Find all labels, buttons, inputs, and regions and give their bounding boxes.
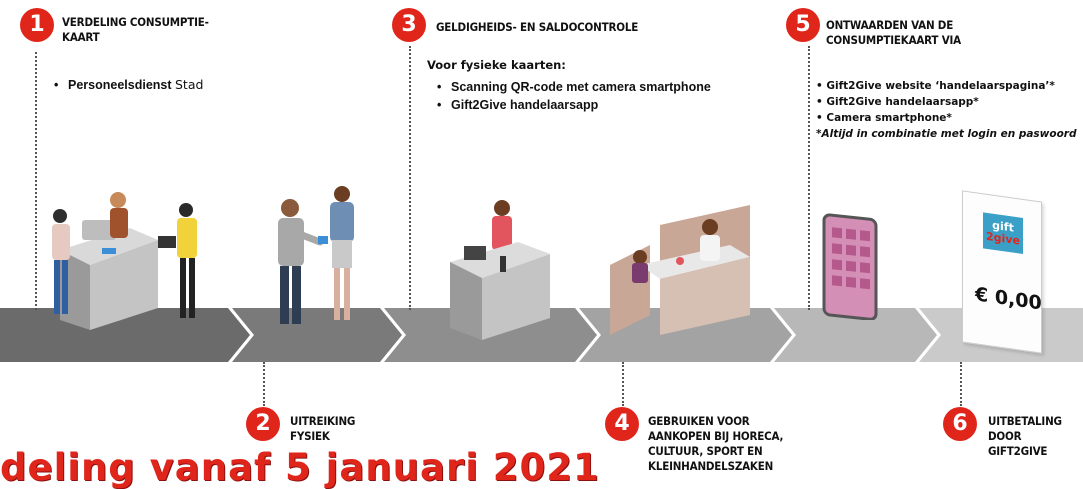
step-3-list-item: Gift2Give handelaarsapp: [433, 96, 711, 114]
step-1-list-item: Personeelsdienst Stad: [50, 76, 203, 94]
arrow-segment-1: [0, 308, 250, 362]
step-1-list: Personeelsdienst Stad: [50, 76, 203, 94]
step-3-title: GELDIGHEIDS- EN SALDOCONTROLE: [436, 20, 639, 34]
connector-3: [409, 46, 411, 310]
step-5-badge: 5: [786, 8, 820, 42]
step-5-note: *Altijd in combinatie met login en paswo…: [816, 128, 1077, 140]
illustration-restaurant: [610, 205, 750, 335]
arrow-segment-2: [232, 308, 402, 362]
arrow-segment-5: [774, 308, 937, 362]
illustration-counter: [450, 200, 550, 340]
step-3-list-item: Scanning QR-code met camera smartphone: [433, 78, 711, 96]
step-5-list-item: • Gift2Give handelaarsapp*: [816, 96, 979, 108]
step-2-badge: 2: [246, 407, 280, 441]
gift2give-card: gift 2give € 0,00: [962, 190, 1042, 354]
illustration-handover: [278, 186, 354, 324]
step-4-badge: 4: [605, 407, 639, 441]
bottom-banner: deling vanaf 5 januari 2021: [0, 446, 600, 489]
connector-6: [960, 362, 962, 406]
step-5-list-item: • Camera smartphone*: [816, 112, 952, 124]
step-3-heading: Voor fysieke kaarten:: [427, 58, 566, 72]
step-1-title: VERDELING CONSUMPTIE-KAART: [62, 15, 209, 44]
step-6-badge: 6: [943, 407, 977, 441]
step-3-badge: 3: [392, 8, 426, 42]
connector-2: [263, 362, 265, 406]
step-5-list-item: • Gift2Give website ‘handelaarspagina’*: [816, 80, 1055, 92]
connector-1: [35, 52, 37, 310]
step-3-list: Scanning QR-code met camera smartphone G…: [433, 78, 711, 114]
card-amount: € 0,00: [975, 283, 1042, 315]
connector-4: [622, 362, 624, 406]
connector-5: [808, 46, 810, 310]
gift2give-logo: gift 2give: [983, 212, 1023, 254]
step-1-badge: 1: [20, 8, 54, 42]
step-5-list: • Gift2Give website ‘handelaarspagina’* …: [816, 78, 1077, 142]
illustration-distribution: [52, 192, 197, 330]
phone-illustration: [822, 213, 878, 320]
